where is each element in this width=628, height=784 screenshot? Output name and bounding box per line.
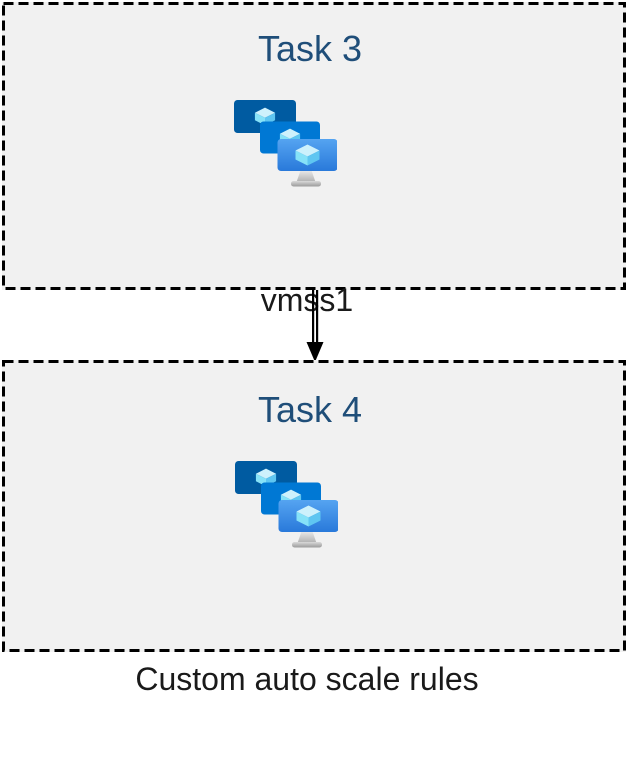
- connector-arrow-icon: [306, 290, 324, 362]
- vm-scale-set-icon: [234, 100, 337, 187]
- autoscale-rules-label: Custom auto scale rules: [135, 661, 479, 697]
- task4-title: Task 4: [257, 389, 363, 430]
- task4-container: Task 4 Custom auto scale rules: [2, 360, 626, 697]
- task4-labels: Custom auto scale rules: [2, 574, 612, 784]
- task3-container: Task 3 vmss1 Zone 1, 2, 3: [2, 2, 626, 444]
- vm-scale-set-icon: [235, 461, 338, 548]
- task3-title: Task 3: [257, 28, 363, 69]
- vmss-name-label: vmss1: [260, 282, 354, 318]
